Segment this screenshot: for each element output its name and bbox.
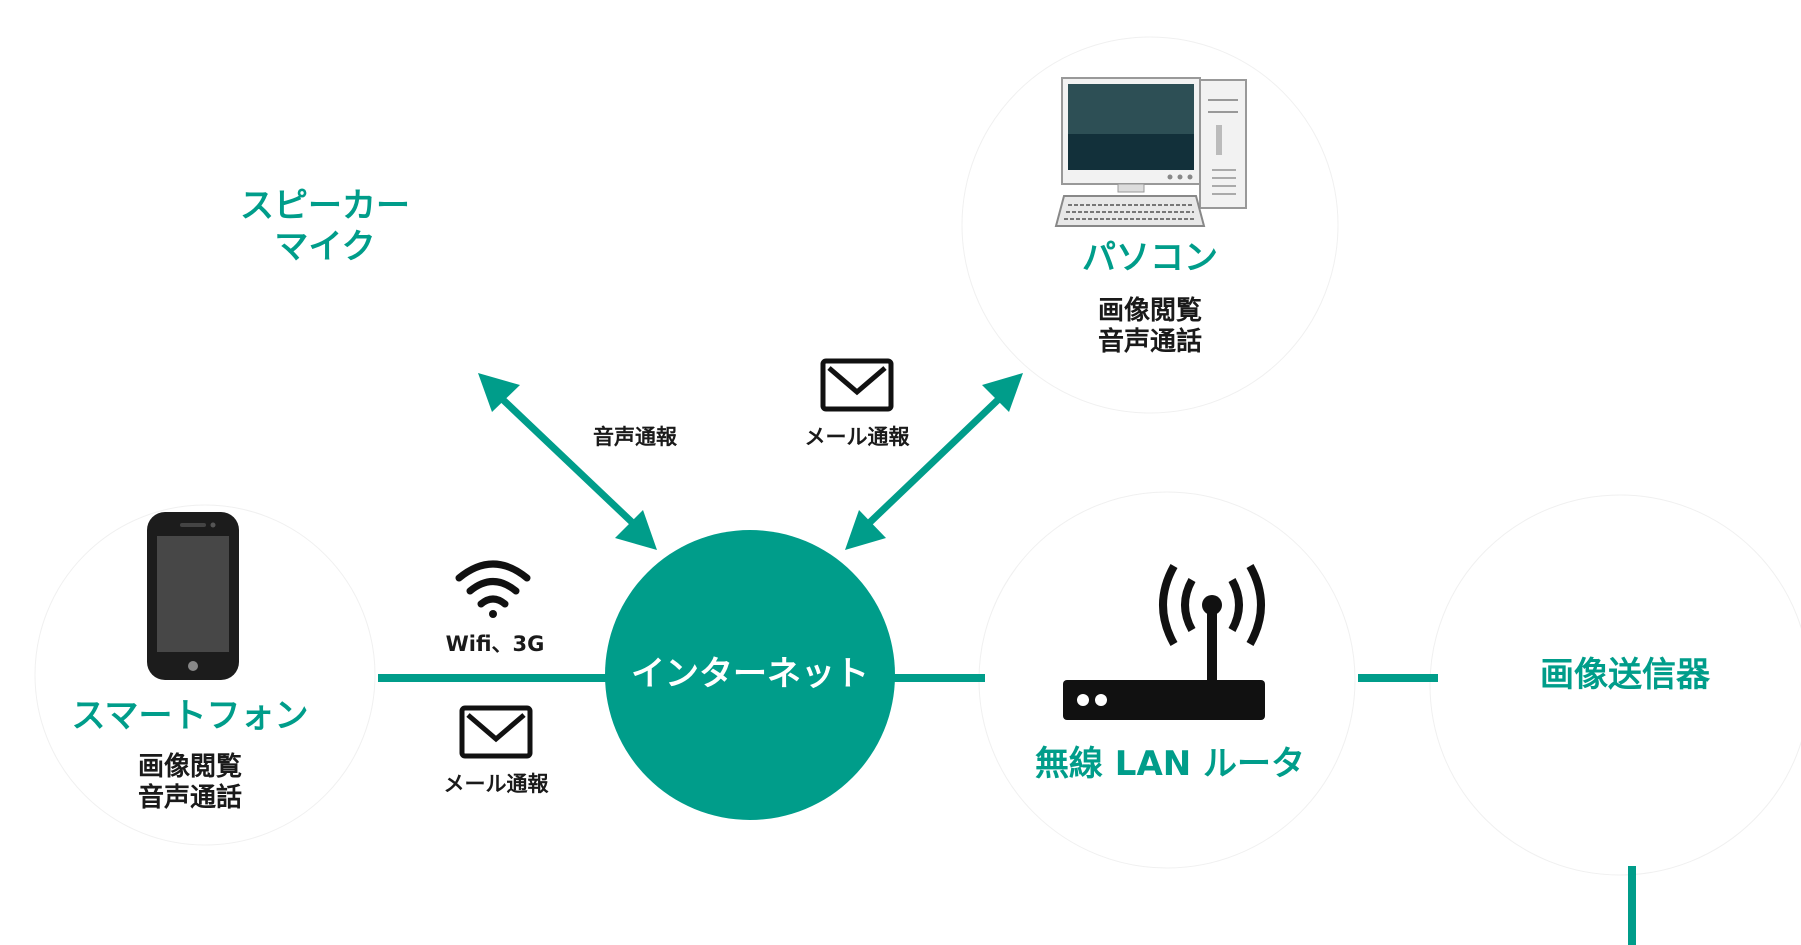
smartphone-mail-caption: メール通報 [443,772,549,796]
speaker-title-line1: スピーカー [240,186,410,226]
smartphone-features: 画像閲覧 音声通話 [115,752,265,814]
speaker-title-line2: マイク [274,226,376,267]
mail-icon [820,358,894,412]
transmitter-title: 画像送信器 [1540,655,1710,695]
pc-title: パソコン [1082,238,1218,278]
transmitter-node-circle [1429,494,1801,876]
pc-arrow [845,373,1023,550]
wifi-icon [455,560,531,618]
mail-icon [459,705,533,759]
internet-node [605,530,895,820]
pc-features: 画像閲覧 音声通話 [1075,296,1225,358]
pc-feature-voice: 音声通話 [1097,327,1202,358]
speaker-link-caption: 音声通報 [593,425,677,449]
speaker-arrow [478,373,657,550]
pc-feature-image: 画像閲覧 [1097,296,1202,326]
pc-icon [1054,77,1247,227]
pc-link-caption: メール通報 [804,425,910,449]
internet-label: インターネット [631,654,869,694]
router-icon [1063,564,1265,720]
smartphone-feature-image: 画像閲覧 [137,752,242,782]
wifi-caption: Wifi、3G [445,632,545,656]
router-title: 無線 LAN ルータ [1034,744,1306,784]
smartphone-feature-voice: 音声通話 [137,783,242,814]
smartphone-title: スマートフォン [71,696,309,736]
smartphone-icon [147,512,239,680]
speaker-title: スピーカー マイク [215,186,435,268]
